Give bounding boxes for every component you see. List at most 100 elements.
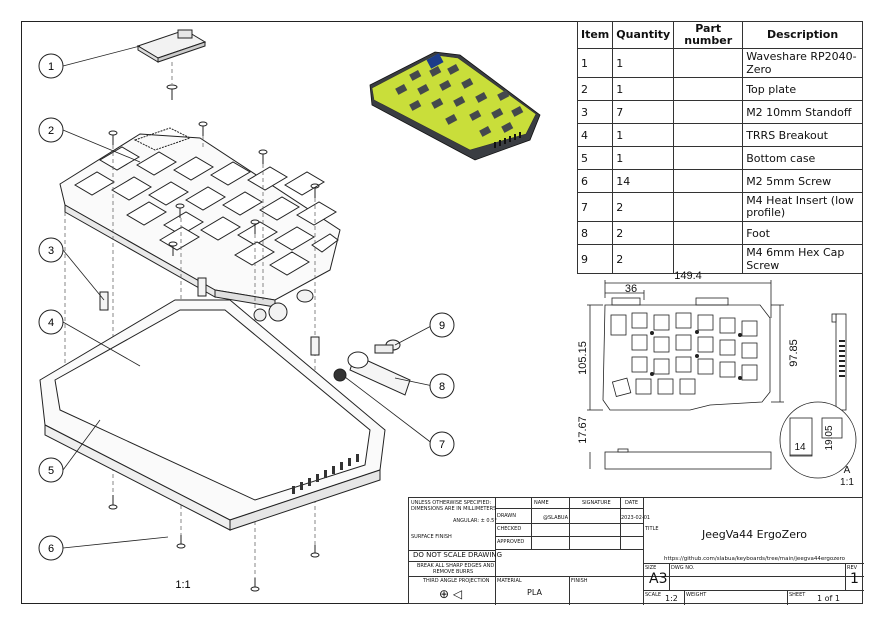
size-value: A3 [649, 571, 668, 587]
balloon-4: 4 [38, 309, 64, 335]
row-checked: CHECKED [497, 526, 522, 532]
bom-cell-quantity: 1 [612, 146, 675, 170]
finish-label: FINISH [571, 578, 588, 584]
top-plate [59, 127, 341, 308]
bom-cell-part-number [673, 244, 744, 274]
svg-text:9: 9 [439, 320, 445, 332]
bom-cell-description: TRRS Breakout [742, 123, 863, 147]
bom-cell-description: M2 5mm Screw [742, 169, 863, 193]
bom-cell-description: Waveshare RP2040-Zero [742, 48, 863, 78]
do-not-scale: DO NOT SCALE DRAWING [413, 551, 503, 559]
main-scale: 1:1 [175, 579, 190, 591]
balloon-leaders [62, 45, 434, 549]
bom-cell-item: 1 [576, 48, 614, 78]
bom-header: Item Quantity Part number Description [576, 21, 863, 49]
bom-cell-item: 6 [576, 169, 614, 193]
drawn-date: 2023-02-01 [621, 515, 651, 521]
sheet-value: 1 of 1 [817, 594, 840, 603]
bom-cell-description: Foot [742, 221, 863, 245]
svg-text:8: 8 [439, 381, 445, 393]
size-label: SIZE [645, 565, 657, 571]
title-label: TITLE [645, 526, 659, 532]
balloon-8: 8 [429, 373, 455, 399]
dim-offset: 36 [625, 283, 637, 295]
bom-cell-item: 2 [576, 77, 614, 101]
angular-tolerance: ANGULAR: ± 0.5° [453, 518, 497, 524]
svg-text:2: 2 [48, 125, 54, 137]
drawing-title: JeegVa44 ErgoZero [702, 528, 807, 541]
title-block: UNLESS OTHERWISE SPECIFIED: DIMENSIONS A… [408, 497, 864, 605]
bom-cell-item: 8 [576, 221, 614, 245]
balloon-7: 7 [429, 431, 455, 457]
balloon-2: 2 [38, 117, 64, 143]
row-approved: APPROVED [497, 539, 525, 545]
col-signature: SIGNATURE [582, 500, 611, 506]
bom-cell-quantity: 7 [612, 100, 675, 124]
col-name: NAME [534, 500, 549, 506]
foot-assembly [253, 289, 411, 396]
iso-render [369, 51, 541, 161]
svg-text:5: 5 [48, 465, 54, 477]
bom-header-item: Item [576, 21, 614, 49]
scale-value: 1:2 [665, 594, 678, 603]
bom-cell-part-number [673, 100, 744, 124]
bom-cell-description: M4 Heat Insert (low profile) [742, 192, 863, 222]
rev-value: 1 [850, 571, 859, 587]
bom-cell-description: M2 10mm Standoff [742, 100, 863, 124]
bom-cell-quantity: 2 [612, 244, 675, 274]
svg-text:3: 3 [48, 245, 54, 257]
bom-cell-quantity: 1 [612, 48, 675, 78]
bom-cell-part-number [673, 146, 744, 170]
dimension-labels: 149.4 36 105.15 97.85 17.67 [577, 270, 800, 444]
balloon-5: 5 [38, 457, 64, 483]
top-view [587, 280, 784, 411]
svg-text:7: 7 [439, 439, 445, 451]
drawing-url: https://github.com/slabua/keyboards/tree… [664, 556, 845, 562]
notes-line2: DIMENSIONS ARE IN MILLIMETERS [411, 506, 497, 512]
dim-height-right: 97.85 [788, 339, 800, 367]
balloon-6: 6 [38, 535, 64, 561]
scale-label: SCALE [645, 592, 662, 598]
detail-label: A [844, 465, 851, 476]
break-edges-2: REMOVE BURRS [433, 569, 474, 575]
bom-cell-item: 5 [576, 146, 614, 170]
surface-finish-label: SURFACE FINISH [411, 534, 452, 540]
dwg-no-label: DWG NO. [671, 565, 695, 571]
break-edges-1: BREAK ALL SHARP EDGES AND [417, 563, 495, 569]
detail-dim-w: 14 [794, 442, 806, 453]
projection-label: THIRD ANGLE PROJECTION [423, 578, 490, 584]
balloon-3: 3 [38, 237, 64, 263]
material-label: MATERIAL [497, 578, 522, 584]
svg-text:4: 4 [48, 317, 54, 329]
bom-header-description: Description [742, 21, 863, 49]
bom-cell-part-number [673, 123, 744, 147]
bom-cell-item: 4 [576, 123, 614, 147]
svg-text:1: 1 [48, 61, 54, 73]
bom-cell-part-number [673, 221, 744, 245]
sheet-label: SHEET [789, 592, 806, 598]
bom-cell-part-number [673, 192, 744, 222]
bottom-case [39, 299, 386, 531]
bom-cell-description: M4 6mm Hex Cap Screw [742, 244, 863, 274]
bom-cell-description: Top plate [742, 77, 863, 101]
material-value: PLA [527, 588, 542, 597]
front-view [589, 448, 772, 470]
balloon-1: 1 [38, 53, 64, 79]
rp2040-board [136, 29, 207, 63]
bom-cell-part-number [673, 48, 744, 78]
bom-cell-part-number [673, 169, 744, 193]
dim-height-left: 105.15 [577, 341, 589, 375]
weight-label: WEIGHT [686, 592, 707, 598]
bom-cell-part-number [673, 77, 744, 101]
bom-header-quantity: Quantity [612, 21, 675, 49]
